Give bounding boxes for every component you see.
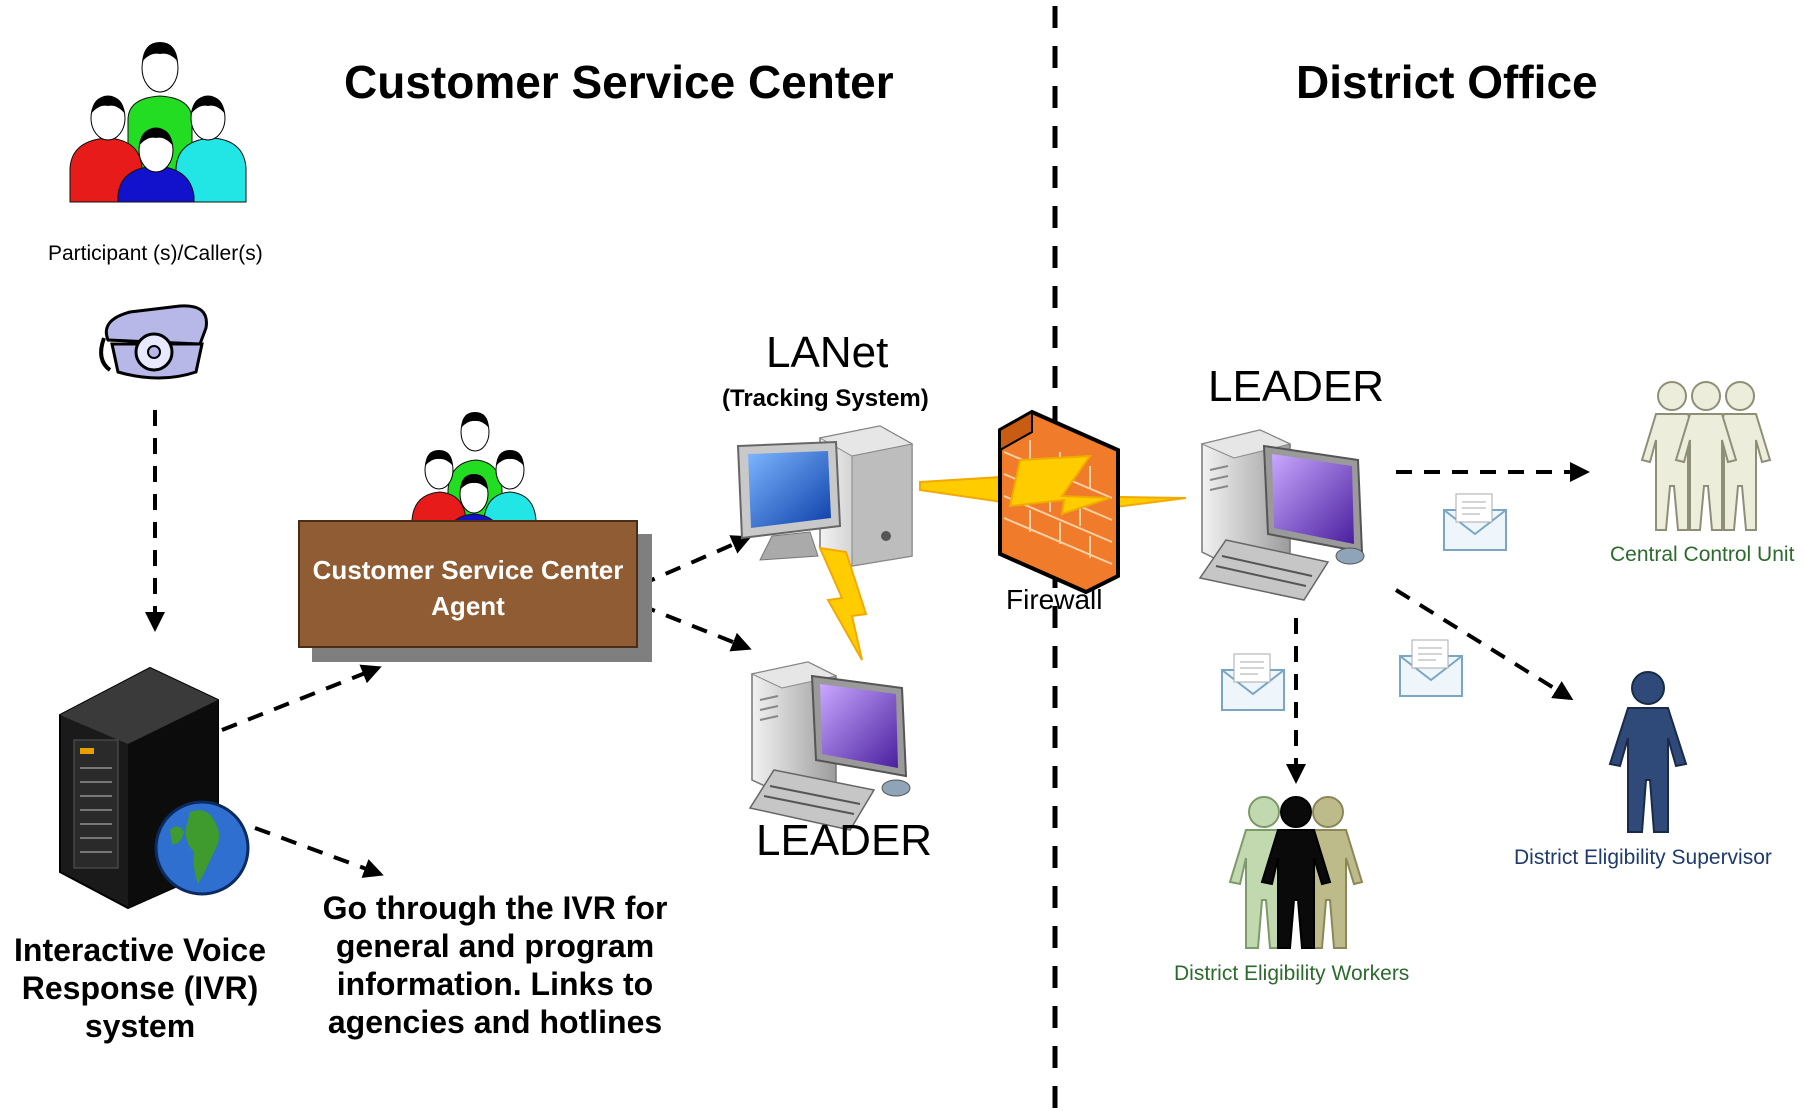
tracking-system-label: (Tracking System) <box>722 385 929 412</box>
ivr-label: Interactive Voice Response (IVR) system <box>0 931 280 1045</box>
leader-label-bottom: LEADER <box>756 816 933 865</box>
leader-computer-bottom-icon <box>748 661 911 831</box>
firewall-icon <box>998 409 1120 595</box>
arrow-leader-to-supervisor <box>1394 588 1574 701</box>
participants-label: Participant (s)/Caller(s) <box>48 242 263 265</box>
central-control-unit-label: Central Control Unit <box>1610 543 1795 566</box>
csc-agent-box: Customer Service Center Agent <box>298 520 638 648</box>
ivr-note: Go through the IVR for general and progr… <box>310 889 680 1041</box>
participants-group-icon <box>69 42 247 203</box>
arrow-agent-to-leader <box>639 603 752 652</box>
agent-label-line1: Customer Service Center <box>312 555 624 585</box>
ivr-server-icon <box>59 666 250 910</box>
arrow-ivr-to-agent <box>221 664 382 732</box>
supervisor-label: District Eligibility Supervisor <box>1514 846 1772 869</box>
lanet-computer-icon <box>736 425 914 567</box>
ivr-note-line4: agencies and hotlines <box>327 1004 663 1040</box>
arrow-agent-to-lanet <box>639 535 752 587</box>
telephone-icon <box>99 304 208 380</box>
ivr-note-line3: information. Links to <box>336 966 654 1002</box>
arrow-ivr-to-note <box>254 826 384 878</box>
title-customer-service-center: Customer Service Center <box>344 56 894 108</box>
agent-label-line2: Agent <box>431 591 505 621</box>
leader-label-right: LEADER <box>1208 362 1385 411</box>
ivr-note-line1: Go through the IVR for <box>322 890 668 926</box>
ivr-note-line2: general and program <box>335 928 655 964</box>
leader-computer-right-icon <box>1198 429 1365 601</box>
ivr-label-line3: system <box>84 1008 196 1044</box>
central-control-unit-icon <box>1640 381 1772 531</box>
envelope-icon-top <box>1443 493 1507 551</box>
lanet-label: LANet <box>766 328 889 377</box>
supervisor-icon <box>1608 671 1688 833</box>
envelope-icon-left <box>1221 653 1285 711</box>
workers-label: District Eligibility Workers <box>1174 962 1410 985</box>
title-district-office: District Office <box>1296 56 1598 108</box>
ivr-label-line2: Response (IVR) <box>21 970 259 1006</box>
firewall-label: Firewall <box>1006 584 1103 615</box>
lightning-bolt-vertical <box>818 546 868 661</box>
envelope-icon-mid <box>1399 639 1463 697</box>
eligibility-workers-icon <box>1228 796 1364 949</box>
ivr-label-line1: Interactive Voice <box>14 932 266 968</box>
